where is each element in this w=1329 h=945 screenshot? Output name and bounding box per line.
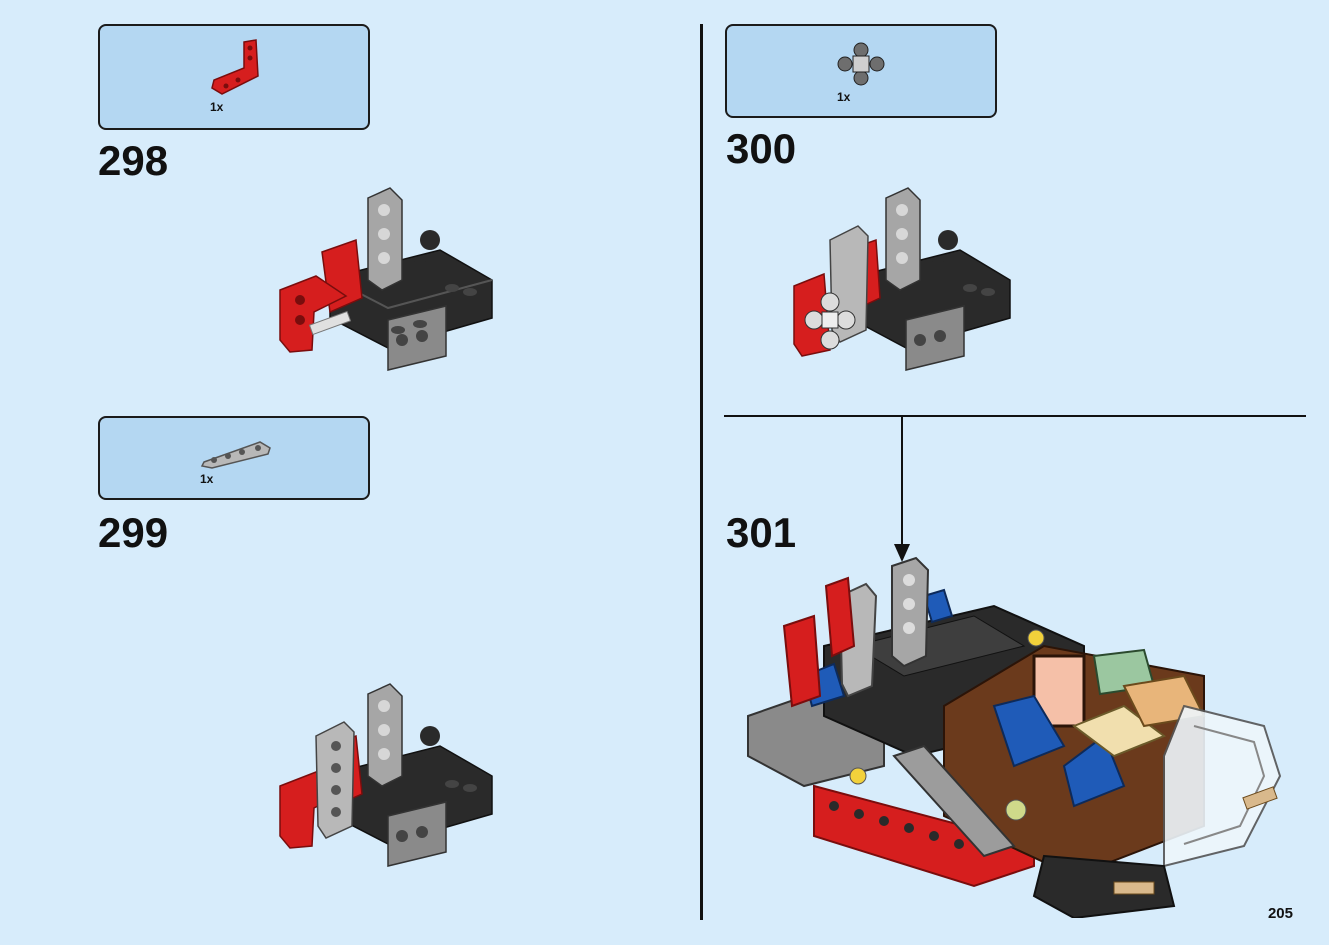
parts-callout-300: 1x [725,24,997,118]
insert-arrow-icon [894,416,910,562]
step-number-300: 300 [726,125,797,172]
part-quantity: 1x [210,100,224,114]
step-number-298: 298 [98,137,169,184]
part-quantity: 1x [200,472,214,486]
step-number-299: 299 [98,509,169,556]
gray-technic-beam-icon [200,441,271,469]
build-illustration-300 [793,187,1011,371]
gray-technic-cross-connector-icon [837,42,885,86]
step-number-301: 301 [726,509,797,556]
build-illustration-299 [279,683,493,867]
page-divider-vertical [700,24,703,920]
page-divider-horizontal [724,415,1306,417]
parts-callout-298: 1x [98,24,370,130]
build-illustration-298 [279,187,493,371]
parts-callout-299: 1x [98,416,370,500]
part-quantity: 1x [837,90,851,104]
build-illustration-301 [747,556,1282,918]
page-number: 205 [1267,905,1293,922]
red-technic-l-beam-icon [211,39,259,95]
